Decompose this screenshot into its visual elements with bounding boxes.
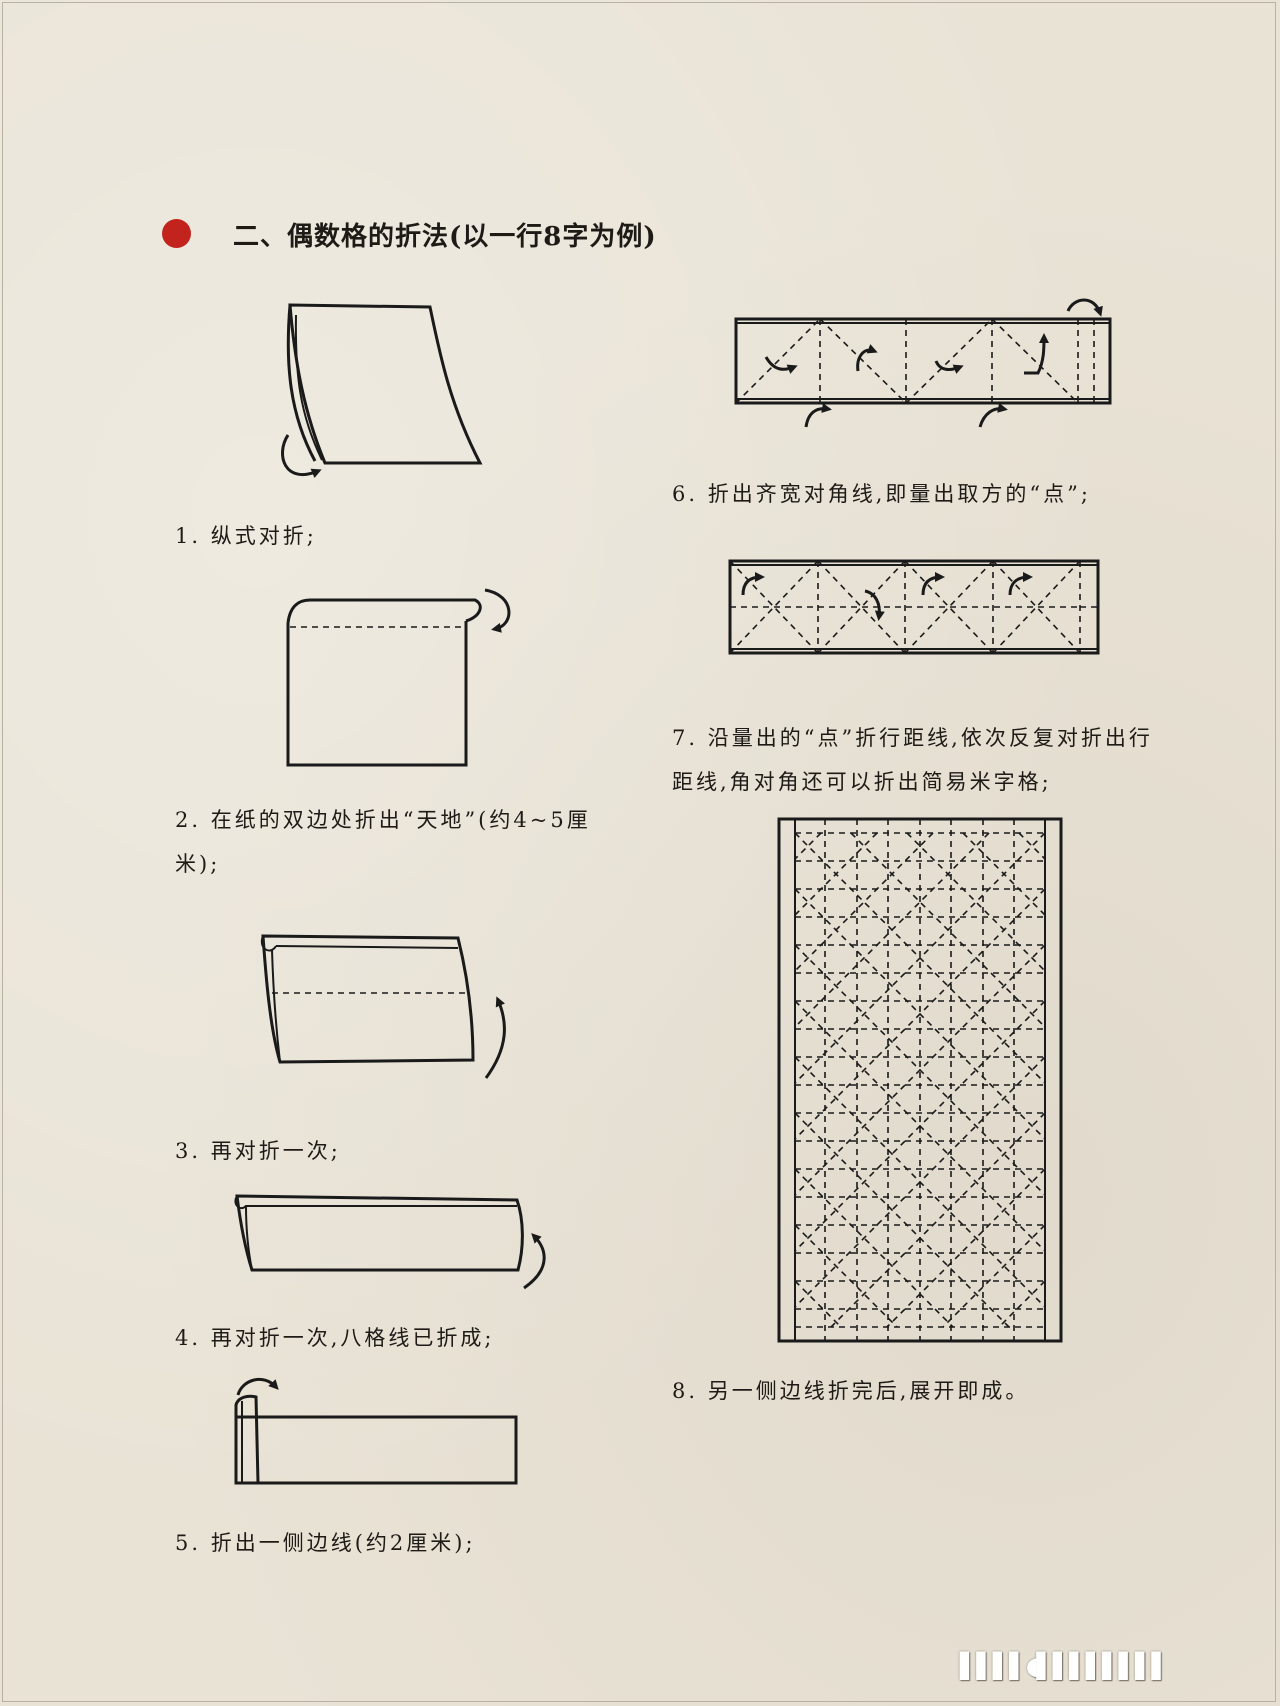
step8-grid-illustration	[777, 817, 1063, 1343]
step8-caption: 8. 另一侧边线折完后,展开即成。	[672, 1379, 1030, 1403]
step6-caption: 6. 折出齐宽对角线,即量出取方的“点”;	[672, 482, 1091, 506]
step7-fold-illustration	[728, 559, 1100, 655]
step3-fold-illustration	[260, 934, 506, 1079]
step6-fold-illustration	[734, 298, 1112, 428]
red-bullet-icon	[162, 219, 191, 248]
watermark-logo: ▌▌▌▌◖▌▌▌▌▌▌▌▌	[960, 1652, 1170, 1680]
step3-caption: 3. 再对折一次;	[175, 1139, 341, 1163]
step7-caption: 7. 沿量出的“点”折行距线,依次反复对折出行距线,角对角还可以折出简易米字格;	[672, 726, 1153, 794]
step1-caption: 1. 纵式对折;	[175, 524, 317, 548]
step5-fold-illustration	[234, 1377, 518, 1485]
step2-fold-illustration	[286, 588, 511, 767]
step2-caption: 2. 在纸的双边处折出“天地”(约4~5厘米);	[175, 808, 591, 876]
step1-fold-illustration	[281, 303, 483, 478]
step4-fold-illustration	[234, 1194, 546, 1290]
step4-caption: 4. 再对折一次,八格线已折成;	[175, 1326, 495, 1350]
step5-caption: 5. 折出一侧边线(约2厘米);	[175, 1531, 476, 1555]
section-heading: 二、偶数格的折法(以一行8字为例)	[233, 222, 657, 252]
